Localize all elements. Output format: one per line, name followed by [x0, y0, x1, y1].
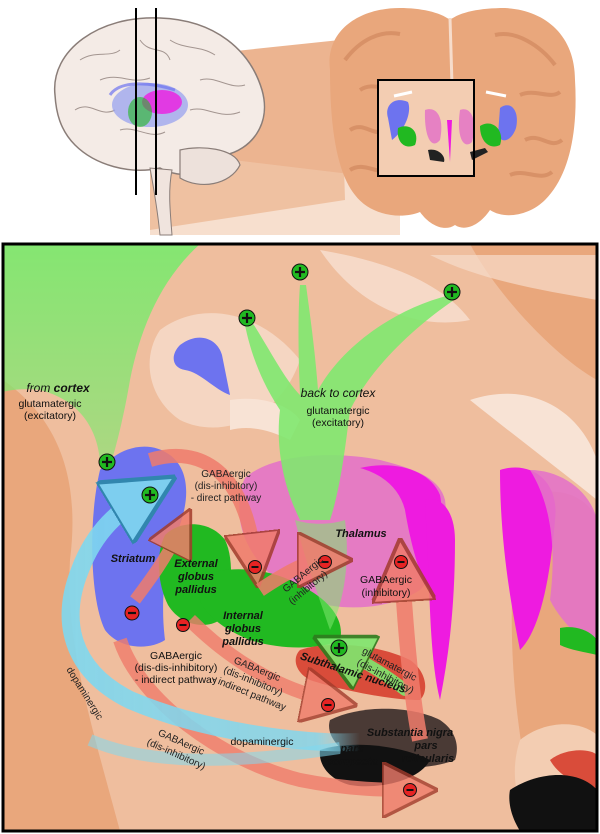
striatum-snr-arrow: [113, 637, 410, 790]
snr-thalamus-label-2: (inhibitory): [361, 587, 410, 599]
coronal-section: [329, 8, 576, 228]
indirect-pathway-label-2: (dis-dis-inhibitory): [135, 662, 218, 674]
from-cortex-type: glutamatergic: [18, 398, 81, 410]
gpe-label-1: External: [174, 558, 218, 570]
ventricle-blue: [173, 337, 230, 395]
gpe-label-3: pallidus: [174, 584, 217, 596]
dopaminergic-pathway: [61, 495, 361, 752]
inhibitory-markers: [124, 555, 417, 797]
top-illustration: [54, 8, 576, 236]
plus-icon: [98, 453, 116, 471]
plus-icon: [238, 309, 256, 327]
from-cortex-effect: (excitatory): [24, 410, 76, 422]
direct-pathway-arrow: [147, 449, 255, 560]
minus-icon: [124, 605, 140, 621]
thalamocortical-pathway: [245, 285, 454, 520]
snr-thalamus-label-1: GABAergic: [360, 574, 412, 586]
indirect-pathway-label-1: GABAergic: [150, 650, 202, 662]
minus-icon: [176, 618, 190, 632]
from-cortex-label: from cortex: [26, 381, 91, 395]
pars-compacta-label-2: compacta: [326, 756, 377, 768]
plus-icon: [141, 486, 159, 504]
snr-thalamus-arrow: [402, 570, 420, 742]
cortex-input-pathway: [3, 244, 200, 462]
pars-reticularis-label-2: reticularis: [402, 753, 455, 765]
striatum-label: Striatum: [111, 553, 156, 565]
gpi-label-3: pallidus: [221, 636, 264, 648]
indirect-pathway-label-3: - indirect pathway: [135, 674, 218, 686]
direct-pathway-label-3: - direct pathway: [191, 493, 262, 504]
substantia-nigra-label: Substantia nigra: [367, 727, 453, 739]
plus-icon: [330, 639, 348, 657]
gpi-label-1: Internal: [223, 610, 264, 622]
back-to-cortex-type: glutamatergic: [306, 405, 369, 417]
excitatory-markers: [98, 263, 461, 657]
gpe-label-2: globus: [177, 571, 214, 583]
main-panel: from cortex glutamatergic (excitatory) b…: [1, 242, 599, 833]
minus-icon: [394, 555, 408, 569]
zoom-box: [377, 79, 475, 177]
labels: from cortex glutamatergic (excitatory) b…: [18, 381, 454, 773]
back-to-cortex-effect: (excitatory): [312, 417, 364, 429]
gpe-stn-arrow: [185, 615, 330, 700]
minus-icon: [321, 698, 335, 712]
plus-icon: [291, 263, 309, 281]
direct-pathway-label-1: GABAergic: [201, 469, 250, 480]
minus-icon: [248, 560, 262, 574]
direct-pathway-label-2: (dis-inhibitory): [195, 481, 258, 492]
pars-reticularis-label-1: pars: [413, 740, 437, 752]
minus-icon: [318, 555, 332, 569]
plus-icon: [443, 283, 461, 301]
minus-icon: [403, 783, 417, 797]
lateral-brain: [54, 8, 266, 236]
thalamus-label: Thalamus: [335, 528, 386, 540]
dopaminergic-mid-label: dopaminergic: [230, 736, 293, 748]
pars-compacta-label-1: pars: [339, 743, 363, 755]
gpi-label-2: globus: [224, 623, 261, 635]
panel-frame: [1, 242, 599, 833]
back-to-cortex-label: back to cortex: [301, 386, 377, 400]
